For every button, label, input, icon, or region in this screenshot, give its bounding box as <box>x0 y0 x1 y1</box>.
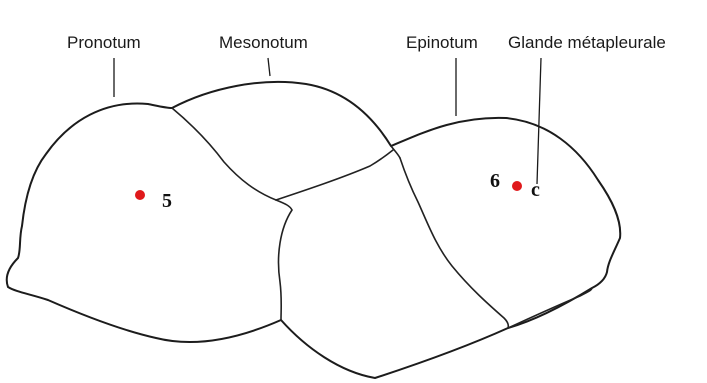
suture-epinotum-lower <box>508 288 592 328</box>
label-mesonotum: Mesonotum <box>219 33 308 52</box>
pronotum-marker-dot <box>135 190 145 200</box>
label-pronotum: Pronotum <box>67 33 141 52</box>
epinotum-number: 6 <box>490 170 500 192</box>
label-epinotum: Epinotum <box>406 33 478 52</box>
suture-mesonotum-epinotum <box>391 146 400 158</box>
suture-pronotum-middle <box>276 200 292 320</box>
pronotum-number: 5 <box>162 190 172 212</box>
label-glande-metapleurale: Glande métapleurale <box>508 33 666 52</box>
pointer-mesonotum <box>268 58 270 76</box>
pointer-glande-metapleurale <box>537 58 541 184</box>
glande-letter: c <box>531 179 540 201</box>
suture-pronotum-mesonotum <box>172 108 276 200</box>
suture-mesonotum-lower <box>276 150 393 200</box>
epinotum-marker-dot <box>512 181 522 191</box>
thorax-outline <box>7 82 621 378</box>
